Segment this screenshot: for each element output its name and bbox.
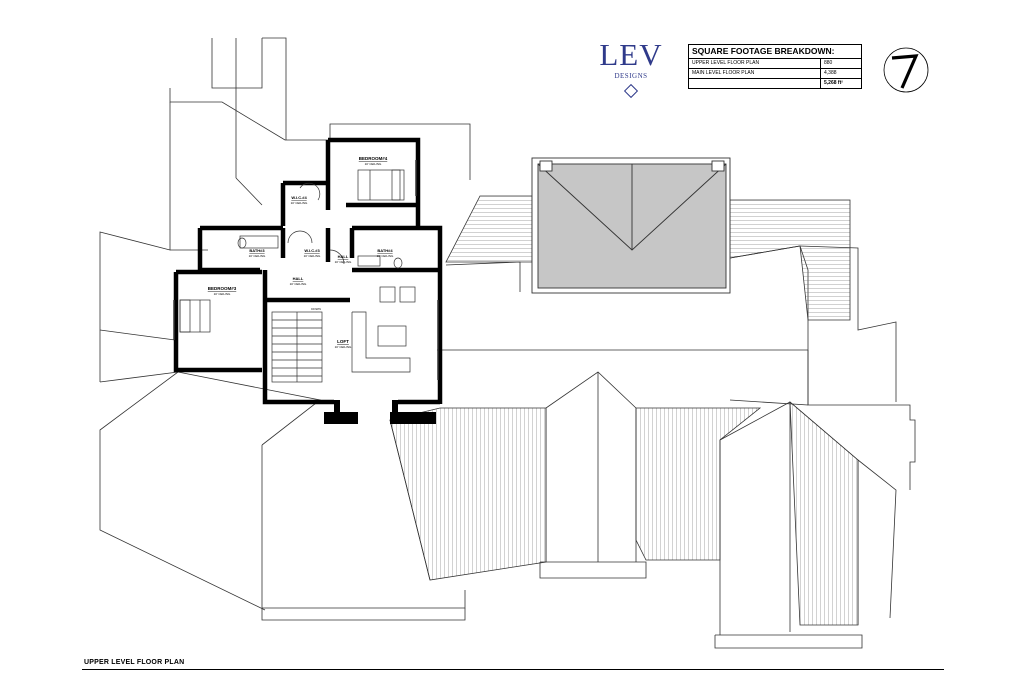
- floor-plan-walls: [173, 137, 443, 405]
- north-arrow-icon: [883, 47, 929, 93]
- roof-hatches: [389, 195, 859, 626]
- row-value: 4,388: [824, 70, 837, 76]
- bay-stubs: [324, 400, 436, 424]
- table-row: UPPER LEVEL FLOOR PLAN 880: [689, 59, 861, 69]
- sheet-title: UPPER LEVEL FLOOR PLAN: [84, 659, 185, 666]
- row-label: UPPER LEVEL FLOOR PLAN: [689, 59, 821, 68]
- brand-subtitle: DESIGNS: [614, 72, 648, 80]
- title-underline: [82, 669, 944, 670]
- table-row: 5,268 ft²: [689, 79, 861, 88]
- stair-treads: [272, 312, 322, 382]
- brand-name: LEV: [599, 37, 663, 72]
- square-footage-title: SQUARE FOOTAGE BREAKDOWN:: [689, 45, 861, 59]
- row-label: [689, 79, 821, 88]
- square-footage-table: SQUARE FOOTAGE BREAKDOWN: UPPER LEVEL FL…: [688, 44, 862, 89]
- table-row: MAIN LEVEL FLOOR PLAN 4,388: [689, 69, 861, 79]
- floor-plan-details: [173, 160, 439, 383]
- row-label: MAIN LEVEL FLOOR PLAN: [689, 69, 821, 78]
- row-value: 880: [824, 60, 833, 66]
- brand-logo: LEV DESIGNS: [598, 37, 664, 99]
- grey-hip-roof: [531, 157, 731, 294]
- total-value: 5,268 ft²: [824, 80, 843, 86]
- diamond-logo-icon: [623, 83, 639, 99]
